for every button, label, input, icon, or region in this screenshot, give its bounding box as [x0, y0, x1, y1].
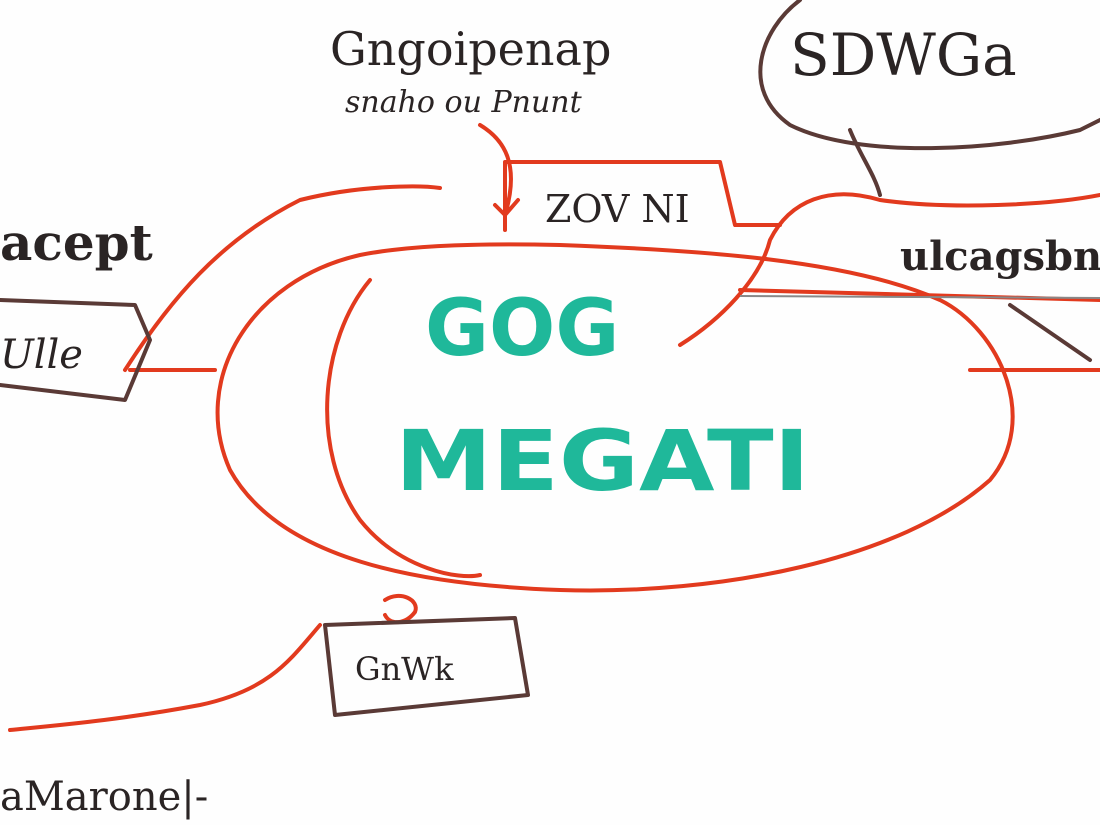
connector-bottom	[8, 623, 322, 732]
left-label: acept	[0, 213, 153, 272]
bubble-pointer	[848, 128, 882, 197]
top-right-bubble	[758, 0, 1100, 151]
left-box-outline	[0, 298, 152, 402]
top-title-line2: snaho ou Pnunt	[345, 85, 583, 120]
outer-ellipse	[215, 242, 1015, 593]
center-title-line1: GOG	[425, 284, 619, 374]
arrow-from-top-title	[478, 123, 520, 217]
center-title-line2: MEGATI	[395, 412, 810, 510]
top-box-outline	[503, 160, 782, 232]
bottom-box-outline	[323, 616, 530, 717]
right-label: ulcagsbn	[900, 233, 1100, 280]
bottom-hook	[383, 593, 418, 625]
connector-to-right	[678, 192, 1100, 347]
right-arrow-head	[1008, 303, 1092, 362]
top-right-bubble-text: SDWGa	[790, 21, 1017, 89]
bottom-left-label: aMarone|-	[0, 774, 208, 820]
right-gray-line	[739, 295, 1100, 299]
left-box-text: Ulle	[0, 332, 83, 378]
bottom-box-text: GnWk	[355, 650, 454, 688]
inner-ellipse	[325, 278, 482, 579]
top-box-text: ZOV NI	[545, 187, 690, 231]
connector-left	[123, 184, 442, 372]
top-title-line1: Gngoipenap	[330, 22, 611, 76]
